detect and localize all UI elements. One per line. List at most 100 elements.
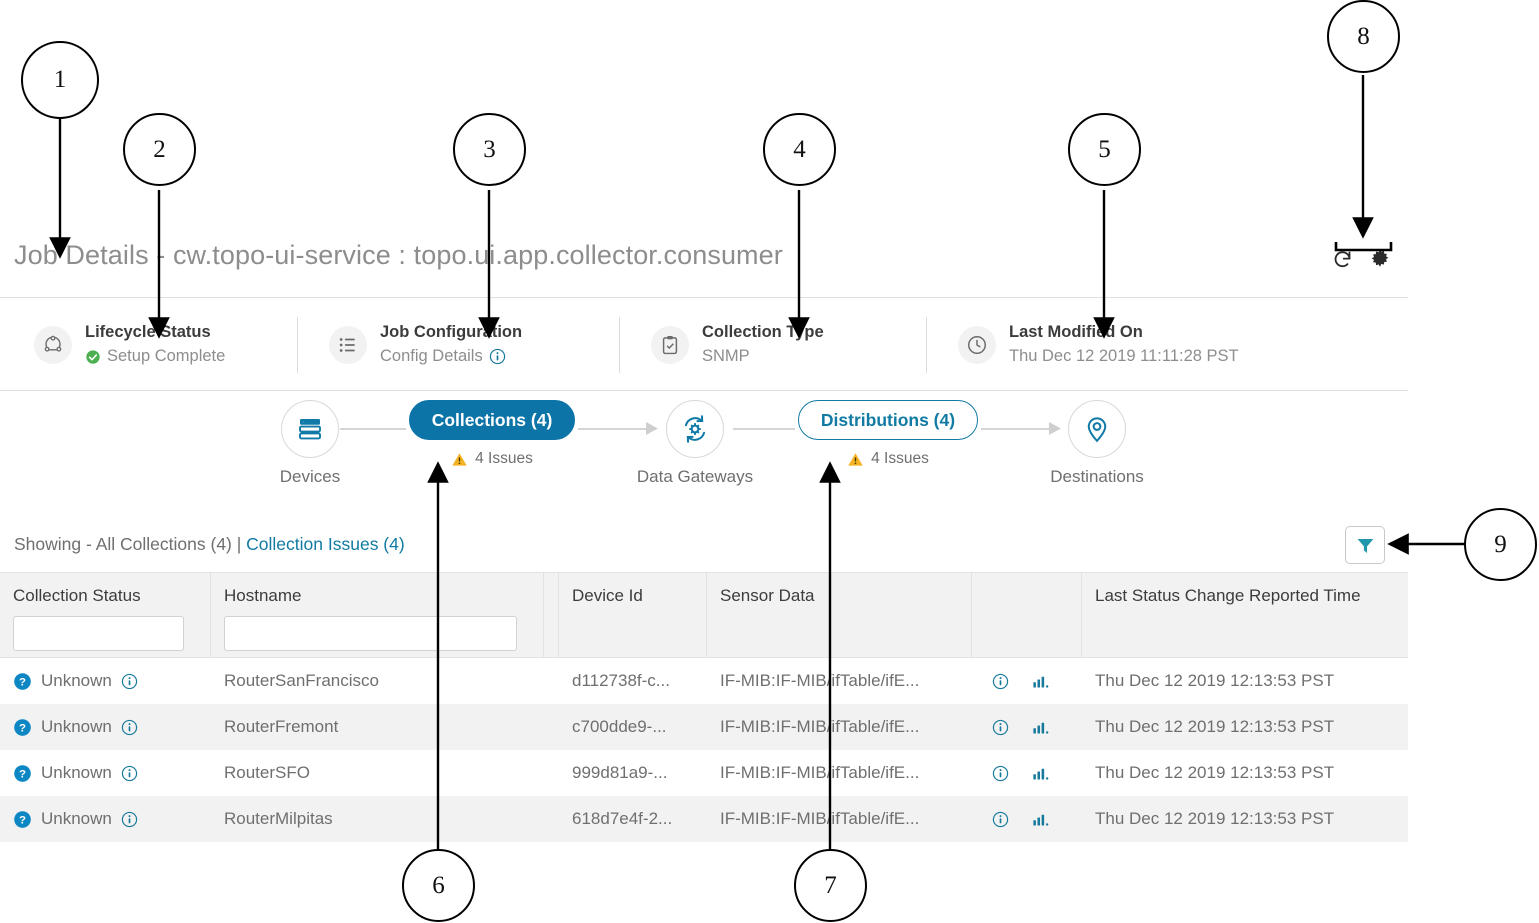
check-circle-icon xyxy=(86,349,100,364)
annotation-3: 3 xyxy=(453,113,526,186)
table-row[interactable]: ? Unknown RouterMilpitas 618d7e4f-2... I… xyxy=(0,796,1408,842)
summary-value-wrap[interactable]: Config Details xyxy=(380,347,522,366)
cell-sensor-data: IF-MIB:IF-MIB/ifTable/ifE... xyxy=(720,717,920,736)
column-header-collection-status[interactable]: Collection Status xyxy=(0,573,211,657)
annotation-9: 9 xyxy=(1464,508,1537,581)
column-header-sensor-data[interactable]: Sensor Data xyxy=(707,573,972,657)
collection-status-filter-input[interactable] xyxy=(13,616,184,651)
cell-device-id: c700dde9-... xyxy=(572,717,667,736)
summary-value: Thu Dec 12 2019 11:11:28 PST xyxy=(1009,347,1239,365)
status-text: Unknown xyxy=(41,809,112,828)
info-icon[interactable] xyxy=(992,719,1009,736)
summary-item-lifecycle-status: Lifecycle Status Setup Complete xyxy=(0,315,297,375)
column-header-spacer xyxy=(544,573,559,657)
status-text: Unknown xyxy=(41,717,112,736)
showing-all-collections: All Collections (4) xyxy=(95,534,232,554)
table-row[interactable]: ? Unknown RouterSFO 999d81a9-... IF-MIB:… xyxy=(0,750,1408,796)
bar-chart-icon[interactable] xyxy=(1031,672,1050,691)
cell-device-id: 618d7e4f-2... xyxy=(572,809,673,828)
info-icon[interactable] xyxy=(121,719,138,736)
cell-collection-status: ? Unknown xyxy=(0,671,211,691)
showing-text: Showing - All Collections (4) | Collecti… xyxy=(14,534,405,555)
app-surface: Job Details - cw.topo-ui-service : topo.… xyxy=(0,240,1408,842)
pipeline-node-destinations[interactable]: Destinations xyxy=(1022,400,1172,487)
info-icon[interactable] xyxy=(121,673,138,690)
info-icon[interactable] xyxy=(121,811,138,828)
gear-sync-icon xyxy=(666,400,724,458)
column-header-hostname[interactable]: Hostname xyxy=(211,573,544,657)
column-header-actions xyxy=(972,573,1082,657)
pipeline-node-label: Devices xyxy=(279,467,341,486)
pipeline-node-label: Data Gateways xyxy=(636,467,754,486)
collection-issues-link[interactable]: Collection Issues (4) xyxy=(246,534,405,554)
table-header-row: Collection Status Hostname Device Id Sen… xyxy=(0,572,1408,658)
pipeline-node-data-gateways[interactable]: Data Gateways xyxy=(620,400,770,487)
table-row[interactable]: ? Unknown RouterFremont c700dde9-... IF-… xyxy=(0,704,1408,750)
column-header-label: Hostname xyxy=(224,586,302,605)
bar-chart-icon[interactable] xyxy=(1031,810,1050,829)
page-title: Job Details - cw.topo-ui-service : topo.… xyxy=(14,240,783,270)
unknown-status-icon: ? xyxy=(14,718,31,736)
collections-issues-link[interactable]: 4 Issues xyxy=(451,450,533,468)
cell-collection-status: ? Unknown xyxy=(0,717,211,737)
column-header-device-id[interactable]: Device Id xyxy=(559,573,707,657)
lifecycle-icon xyxy=(34,325,72,364)
gear-icon[interactable] xyxy=(1369,248,1391,270)
cell-device-id: d112738f-c... xyxy=(572,671,670,690)
annotation-2: 2 xyxy=(123,113,196,186)
collections-table: Collection Status Hostname Device Id Sen… xyxy=(0,572,1408,842)
summary-item-collection-type: Collection Type SNMP xyxy=(619,315,926,375)
svg-text:?: ? xyxy=(19,722,26,734)
info-icon[interactable] xyxy=(121,765,138,782)
cell-last-status-change-reported-time: Thu Dec 12 2019 12:13:53 PST xyxy=(1095,809,1335,828)
list-icon xyxy=(329,325,367,364)
column-header-label: Collection Status xyxy=(13,586,141,605)
svg-text:?: ? xyxy=(19,768,26,780)
issues-label: 4 Issues xyxy=(871,450,929,467)
annotation-7: 7 xyxy=(794,849,867,922)
cell-last-status-change-reported-time: Thu Dec 12 2019 12:13:53 PST xyxy=(1095,763,1335,782)
bar-chart-icon[interactable] xyxy=(1031,764,1050,783)
svg-text:?: ? xyxy=(19,814,26,826)
cell-row-actions xyxy=(972,718,1082,737)
cell-last-status-change-reported-time: Thu Dec 12 2019 12:13:53 PST xyxy=(1095,671,1335,690)
map-pin-icon xyxy=(1068,400,1126,458)
cell-sensor-data: IF-MIB:IF-MIB/ifTable/ifE... xyxy=(720,809,920,828)
unknown-status-icon: ? xyxy=(14,810,31,828)
summary-value-wrap: Thu Dec 12 2019 11:11:28 PST xyxy=(1009,347,1239,366)
cell-sensor-data: IF-MIB:IF-MIB/ifTable/ifE... xyxy=(720,763,920,782)
info-icon[interactable] xyxy=(992,673,1009,690)
connector-gateways-distributions xyxy=(733,428,795,430)
distributions-issues-link[interactable]: 4 Issues xyxy=(847,450,929,468)
distributions-pill-button[interactable]: Distributions (4) xyxy=(797,400,979,440)
issues-label: 4 Issues xyxy=(475,450,533,467)
info-icon[interactable] xyxy=(489,348,506,365)
column-header-last-status-change-reported-time[interactable]: Last Status Change Reported Time xyxy=(1082,573,1408,657)
warning-triangle-icon xyxy=(452,452,467,466)
cell-hostname: RouterMilpitas xyxy=(224,809,333,828)
clipboard-check-icon xyxy=(651,325,689,364)
collections-pill-button[interactable]: Collections (4) xyxy=(408,400,576,440)
info-icon[interactable] xyxy=(992,765,1009,782)
pipeline-node-label: Destinations xyxy=(1050,467,1144,486)
refresh-icon[interactable] xyxy=(1332,249,1353,270)
hostname-filter-input[interactable] xyxy=(224,616,517,651)
connector-collections-gateways xyxy=(578,428,656,430)
cell-hostname: RouterSanFrancisco xyxy=(224,671,379,690)
column-header-label: Device Id xyxy=(572,586,643,605)
summary-item-job-configuration: Job Configuration Config Details xyxy=(297,315,619,375)
status-text: Unknown xyxy=(41,671,112,690)
summary-value-wrap: SNMP xyxy=(702,347,824,366)
cell-hostname: RouterFremont xyxy=(224,717,339,736)
filter-button[interactable] xyxy=(1345,526,1385,564)
table-body: ? Unknown RouterSanFrancisco d112738f-c.… xyxy=(0,658,1408,842)
annotation-1: 1 xyxy=(21,41,99,119)
summary-label: Job Configuration xyxy=(380,323,523,341)
pipeline-node-devices[interactable]: Devices xyxy=(235,400,385,487)
table-row[interactable]: ? Unknown RouterSanFrancisco d112738f-c.… xyxy=(0,658,1408,704)
summary-value-wrap: Setup Complete xyxy=(85,347,225,366)
arrow-head-icon xyxy=(646,422,659,440)
bar-chart-icon[interactable] xyxy=(1031,718,1050,737)
summary-label: Last Modified On xyxy=(1009,323,1143,341)
info-icon[interactable] xyxy=(992,811,1009,828)
